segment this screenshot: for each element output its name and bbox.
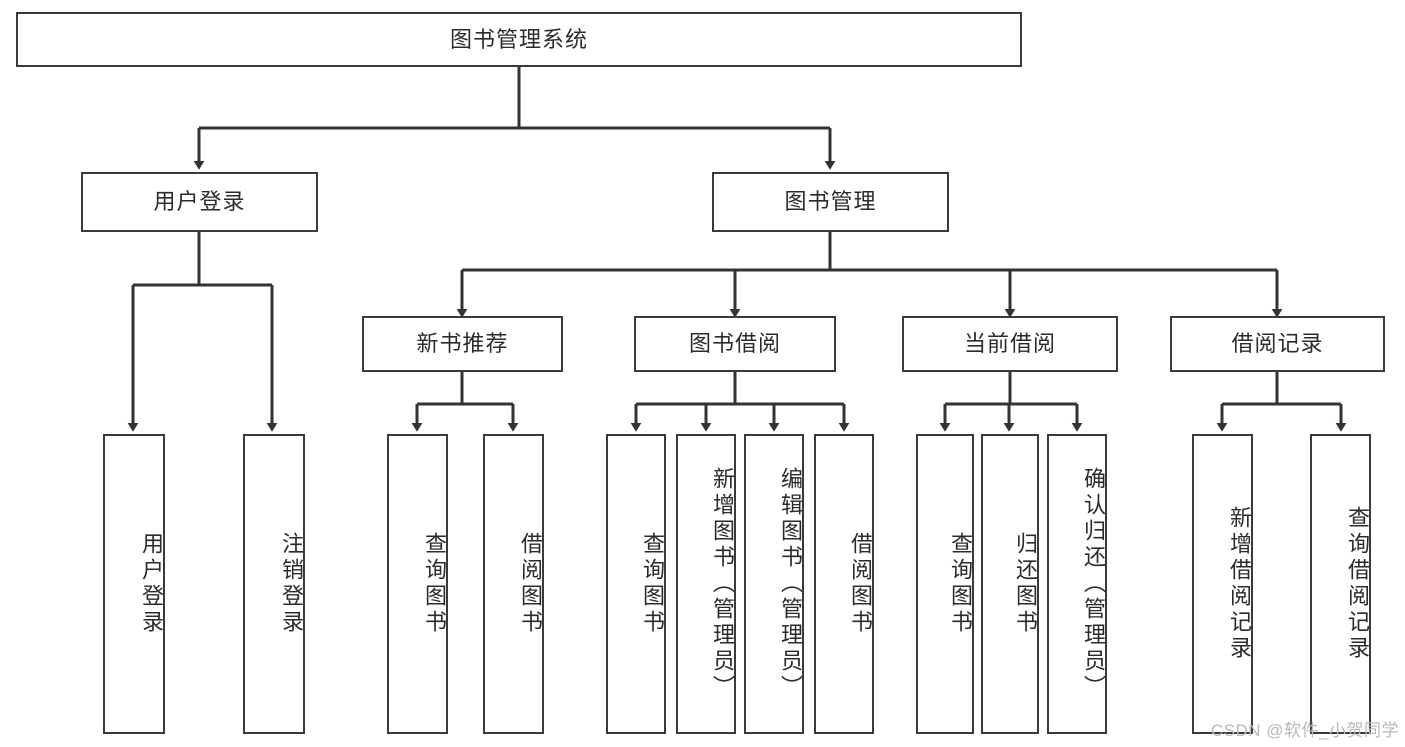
node-root[interactable]: 图书管理系统 [16, 12, 1022, 67]
leaf-borrow-query-book-label: 查询图书 [640, 532, 665, 636]
node-borrow-record[interactable]: 借阅记录 [1170, 316, 1385, 372]
leaf-current-query-book-label: 查询图书 [948, 532, 973, 636]
leaf-record-query-label: 查询借阅记录 [1345, 506, 1370, 662]
node-new-book-recommend[interactable]: 新书推荐 [362, 316, 563, 372]
leaf-user-login-label: 用户登录 [139, 532, 164, 636]
node-book-borrow[interactable]: 图书借阅 [634, 316, 836, 372]
node-user-login[interactable]: 用户登录 [81, 172, 318, 232]
leaf-user-login[interactable]: 用户登录 [103, 434, 165, 734]
leaf-user-logout[interactable]: 注销登录 [243, 434, 305, 734]
node-current-borrow[interactable]: 当前借阅 [902, 316, 1118, 372]
leaf-current-confirm-return-label: 确认归还（管理员） [1081, 467, 1106, 701]
watermark: CSDN @软件_小贺同学 [1210, 721, 1399, 740]
leaf-borrow-query-book[interactable]: 查询图书 [606, 434, 666, 734]
node-current-borrow-label: 当前借阅 [963, 331, 1056, 356]
leaf-new-borrow-book[interactable]: 借阅图书 [483, 434, 544, 734]
node-book-management[interactable]: 图书管理 [712, 172, 949, 232]
leaf-current-return-book-label: 归还图书 [1013, 532, 1038, 636]
leaf-borrow-add-book[interactable]: 新增图书（管理员） [676, 434, 736, 734]
leaf-new-borrow-book-label: 借阅图书 [518, 532, 543, 636]
leaf-borrow-borrow-book[interactable]: 借阅图书 [814, 434, 874, 734]
leaf-new-query-book-label: 查询图书 [422, 532, 447, 636]
leaf-current-confirm-return[interactable]: 确认归还（管理员） [1047, 434, 1107, 734]
leaf-record-query[interactable]: 查询借阅记录 [1310, 434, 1371, 734]
leaf-current-return-book[interactable]: 归还图书 [981, 434, 1039, 734]
node-book-management-label: 图书管理 [784, 189, 877, 214]
leaf-new-query-book[interactable]: 查询图书 [387, 434, 448, 734]
node-book-borrow-label: 图书借阅 [688, 331, 781, 356]
node-root-label: 图书管理系统 [449, 26, 588, 52]
node-borrow-record-label: 借阅记录 [1231, 331, 1324, 356]
node-user-login-label: 用户登录 [153, 189, 246, 214]
leaf-current-query-book[interactable]: 查询图书 [916, 434, 974, 734]
leaf-borrow-edit-book[interactable]: 编辑图书（管理员） [744, 434, 804, 734]
leaf-borrow-edit-book-label: 编辑图书（管理员） [778, 467, 803, 701]
leaf-borrow-borrow-book-label: 借阅图书 [848, 532, 873, 636]
node-new-book-recommend-label: 新书推荐 [416, 331, 509, 356]
leaf-borrow-add-book-label: 新增图书（管理员） [710, 467, 735, 701]
leaf-record-add-label: 新增借阅记录 [1227, 506, 1252, 662]
leaf-record-add[interactable]: 新增借阅记录 [1192, 434, 1253, 734]
leaf-user-logout-label: 注销登录 [279, 532, 304, 636]
